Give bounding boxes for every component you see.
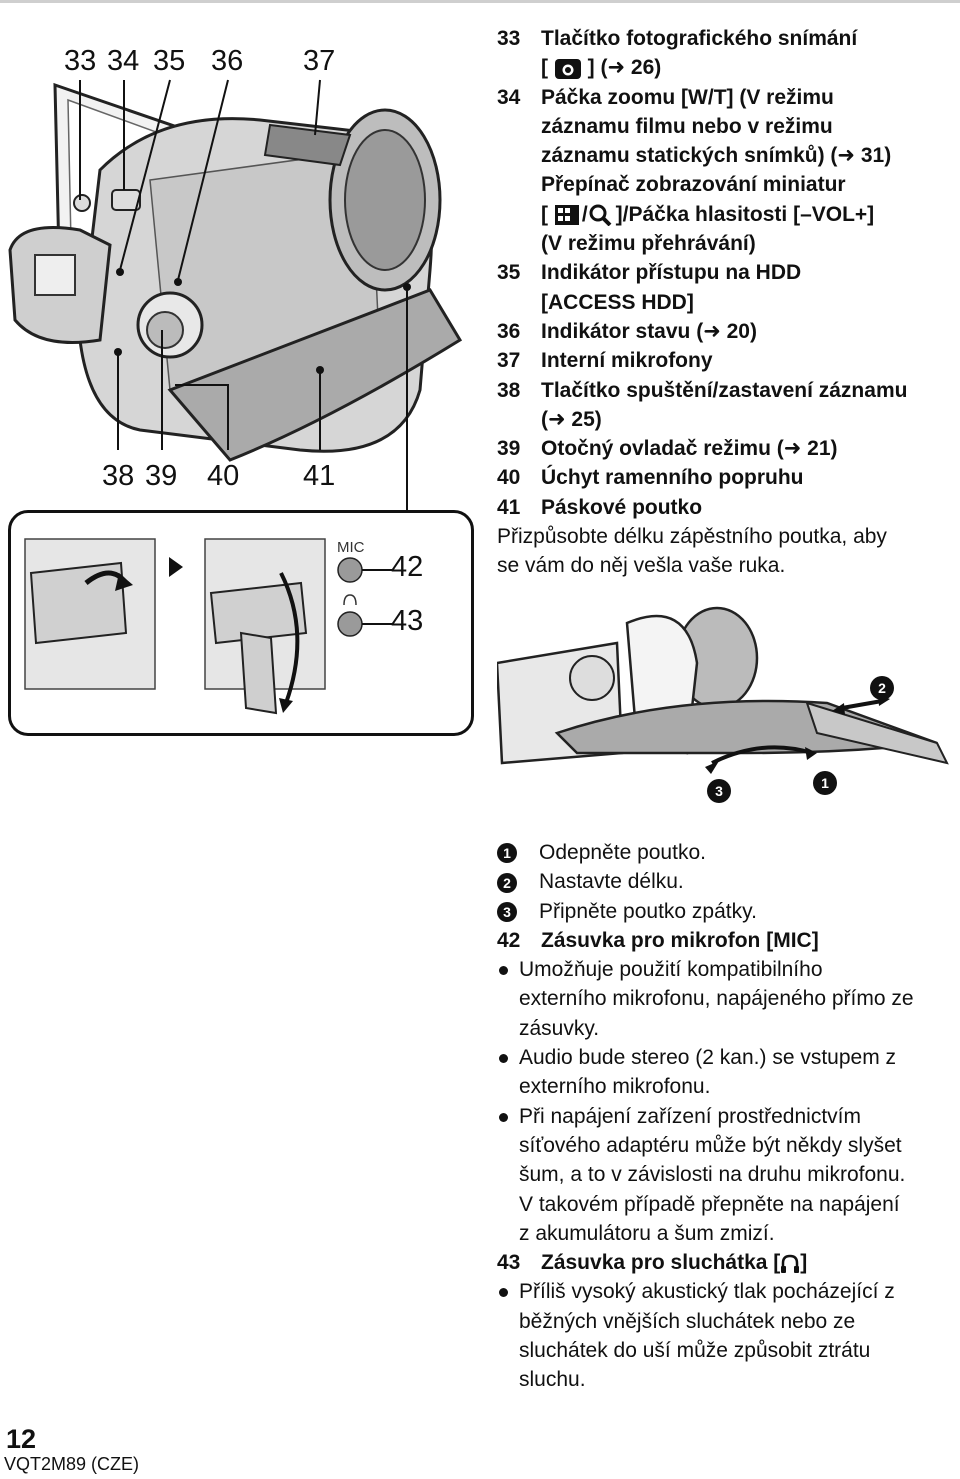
step-number-2: 2 (497, 872, 517, 893)
camcorder-drawing (8, 79, 463, 510)
callout-34: 34 (107, 45, 140, 77)
bullet-icon (497, 1277, 519, 1306)
strap-note-line1: Přizpůsobte délku zápěstního poutka, aby (497, 525, 887, 549)
callout-43: 43 (391, 605, 424, 637)
strap-note-line2: se vám do něj vešla vaše ruka. (497, 554, 786, 578)
item-33-line2: [ ] (➜ 26) (541, 56, 662, 80)
item-35-line2: [ACCESS HDD] (541, 290, 694, 314)
item-34-line6: (V režimu přehrávání) (541, 232, 756, 256)
callout-37: 37 (303, 45, 336, 77)
bullet-icon (497, 955, 519, 984)
camcorder-illustration (0, 40, 480, 510)
callout-35: 35 (153, 45, 186, 77)
callout-40: 40 (207, 460, 240, 492)
item-42-b3-l4: V takovém případě přepněte na napájení (519, 1192, 900, 1216)
magnifier-icon (588, 204, 616, 227)
strap-label-3: 3 (715, 783, 723, 799)
callout-42: 42 (391, 551, 424, 583)
jack-inset-panel: MIC 42 43 (8, 510, 474, 736)
bullet-icon (497, 1102, 519, 1131)
item-43-b1-l2: běžných vnějších sluchátek nebo ze (519, 1309, 856, 1333)
top-rule (0, 0, 960, 3)
item-34-line4: Přepínač zobrazování miniatur (541, 173, 846, 197)
item-42-b1-l3: zásuvky. (519, 1016, 600, 1040)
callout-41: 41 (303, 460, 336, 492)
item-42-b2-l2: externího mikrofonu. (519, 1075, 711, 1099)
item-42-bullet-1: Umožňuje použití kompatibilního (497, 955, 957, 984)
callout-39: 39 (145, 460, 178, 492)
item-34-line5: [ /]/Páčka hlasitosti [–VOL+] (541, 202, 875, 227)
item-42-b3-l2: síťového adaptéru může být někdy slyšet (519, 1133, 902, 1157)
item-42-b1-l2: externího mikrofonu, napájeného přímo ze (519, 987, 914, 1011)
page-number: 12 (6, 1424, 37, 1454)
item-43-b1-l4: sluchu. (519, 1368, 586, 1392)
item-42-bullet-2: Audio bude stereo (2 kan.) se vstupem z (497, 1043, 957, 1072)
bullet-icon (497, 1043, 519, 1072)
item-34-line3: záznamu statických snímků) (➜ 31) (541, 144, 892, 168)
item-43-b1-l3: sluchátek do uší může způsobit ztrátu (519, 1339, 871, 1363)
item-42-b3-l5: z akumulátoru a šum zmizí. (519, 1221, 775, 1245)
item-43-bullet-1: Příliš vysoký akustický tlak pocházející… (497, 1277, 957, 1306)
item-34-line2: záznamu filmu nebo v režimu (541, 114, 833, 138)
strap-drawing: 2 3 1 (495, 606, 949, 803)
headphones-icon (780, 1253, 800, 1275)
step-number-1: 1 (497, 843, 517, 864)
strap-label-1: 1 (821, 775, 829, 791)
mic-label: MIC (337, 539, 365, 556)
strap-label-2: 2 (878, 680, 886, 696)
callout-33: 33 (64, 45, 97, 77)
callout-36: 36 (211, 45, 244, 77)
item-42-b3-l3: šum, a to v závislosti na druhu mikrofon… (519, 1163, 906, 1187)
item-38-line2: (➜ 25) (541, 407, 602, 431)
step-number-3: 3 (497, 902, 517, 923)
document-code: VQT2M89 (CZE) (4, 1454, 140, 1474)
callout-38: 38 (102, 460, 135, 492)
strap-adjust-illustration: 2 3 1 (495, 603, 955, 813)
thumbnail-icon (554, 204, 582, 226)
jack-cover-drawing (24, 538, 393, 715)
item-42-bullet-3: Při napájení zařízení prostřednictvím (497, 1102, 957, 1131)
camera-icon (554, 58, 582, 80)
